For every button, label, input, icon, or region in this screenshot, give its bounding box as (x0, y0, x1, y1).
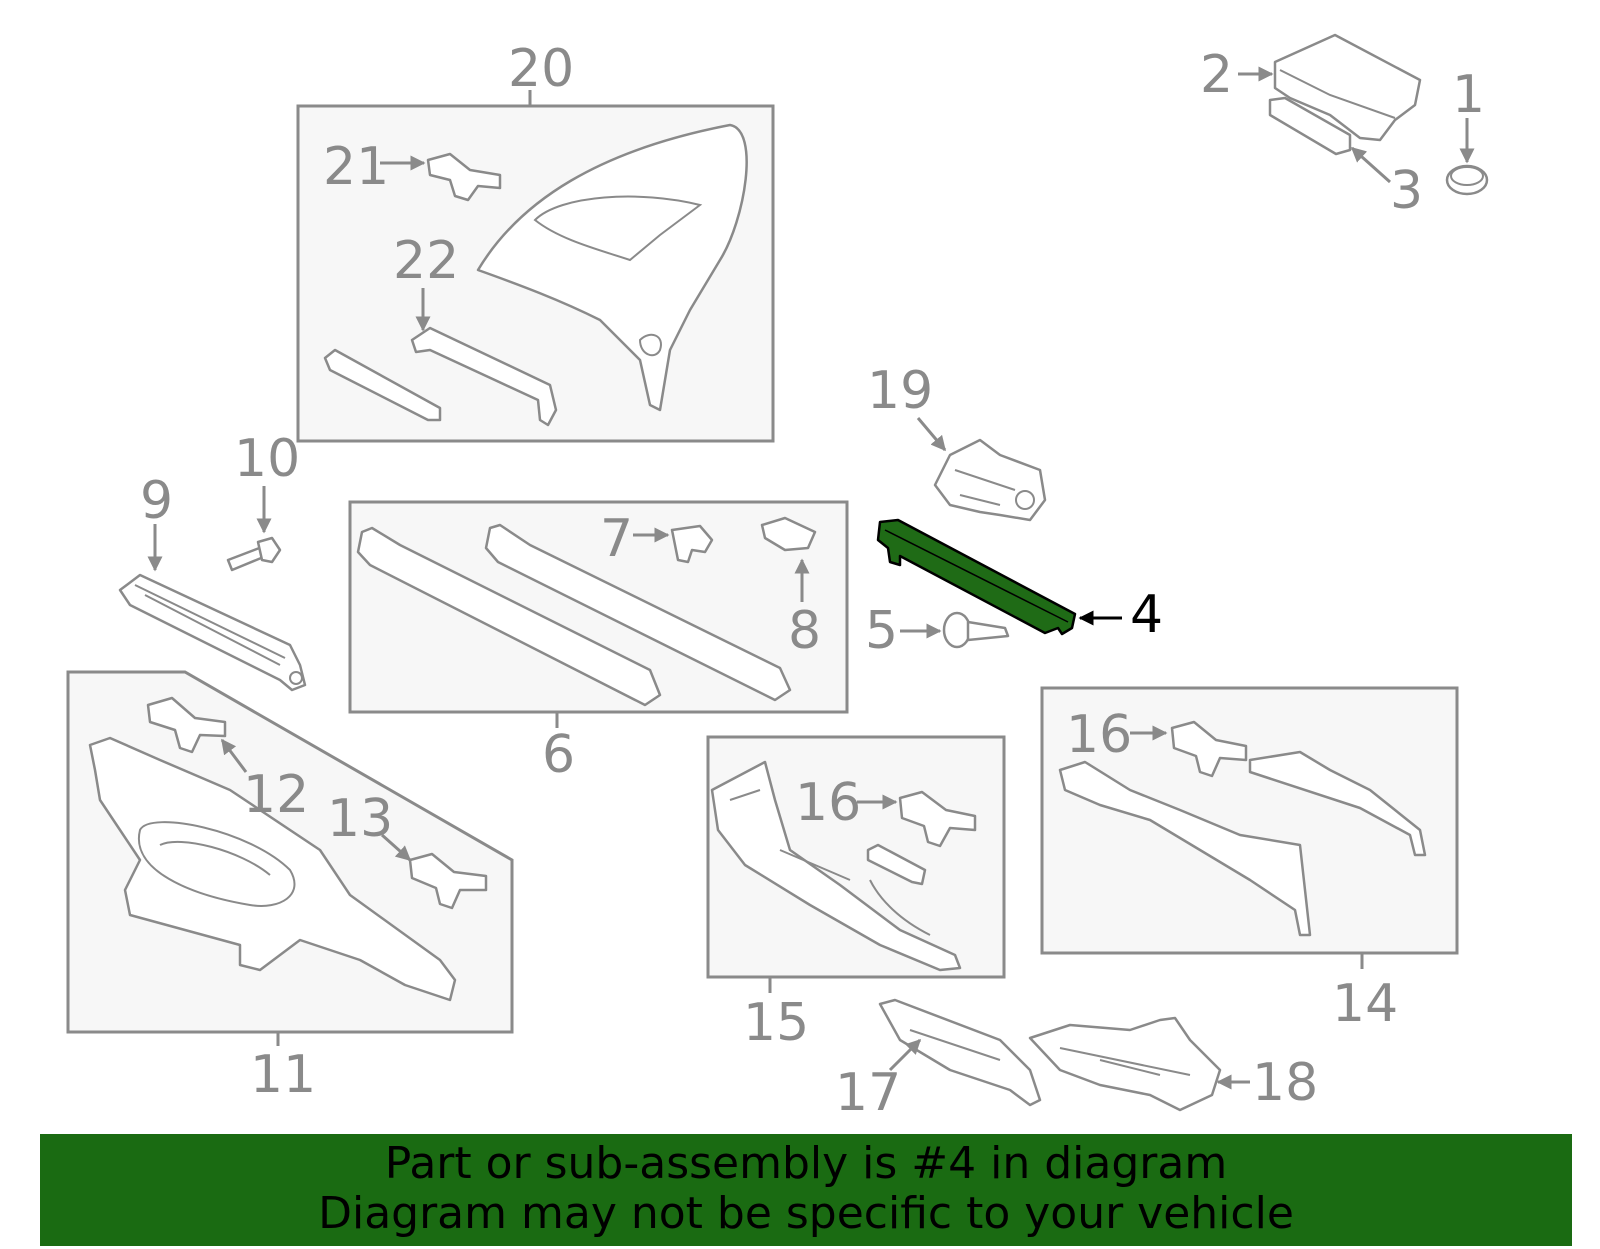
banner-line-1: Part or sub-assembly is #4 in diagram (384, 1138, 1228, 1189)
callout-13: 13 (327, 789, 393, 849)
callout-10: 10 (234, 429, 300, 489)
part-11-console[interactable] (88, 736, 457, 1002)
callout-22: 22 (393, 231, 459, 291)
part-4-group: 4 (876, 518, 1163, 645)
part-14-rail[interactable] (1248, 750, 1427, 857)
part-13-clip[interactable] (408, 852, 488, 910)
arrow-3 (1350, 146, 1392, 184)
callout-21: 21 (323, 137, 389, 197)
top-right-parts: 2 1 3 (1200, 33, 1489, 221)
callout-1: 1 (1452, 65, 1485, 125)
parts-17-18-group: 17 18 (835, 998, 1318, 1123)
part-5-screw-head[interactable] (942, 611, 972, 649)
callout-8: 8 (788, 601, 821, 661)
callout-9: 9 (140, 471, 173, 531)
callout-17: 17 (835, 1063, 901, 1123)
callout-7: 7 (600, 509, 633, 569)
part-6-trim-right[interactable] (484, 523, 792, 702)
callout-18: 18 (1252, 1053, 1318, 1113)
part-16-clip-a[interactable] (1170, 720, 1248, 778)
part-14-glove-box[interactable] (1058, 760, 1312, 937)
part-12-clip[interactable] (146, 696, 227, 754)
parts-9-10-group: 9 10 (118, 429, 307, 692)
part-16-clip-b[interactable] (898, 790, 977, 848)
arrow-17 (888, 1038, 922, 1072)
callout-3: 3 (1390, 161, 1423, 221)
part-5-screw-shaft[interactable] (966, 620, 1010, 642)
part-8-clip[interactable] (760, 516, 817, 552)
box-11-assembly: 11 12 13 (66, 670, 514, 1105)
callout-4: 4 (1130, 585, 1163, 645)
part-15-small-bracket[interactable] (866, 843, 927, 886)
box-14-assembly: 14 16 (1040, 686, 1459, 1034)
part-15-glove-box-frame[interactable] (710, 760, 962, 972)
part-4-bracket[interactable] (876, 518, 1077, 636)
part-19-module[interactable] (933, 438, 1047, 522)
part-9-vent[interactable] (118, 573, 307, 692)
part-18-housing[interactable] (1028, 1016, 1222, 1112)
box-20-assembly: 20 21 22 (296, 39, 775, 443)
part-19-group: 19 (867, 361, 1047, 522)
callout-6: 6 (542, 725, 575, 785)
part-6-trim-left[interactable] (356, 526, 662, 707)
banner-line-2: Diagram may not be specific to your vehi… (318, 1188, 1294, 1239)
part-17-trim[interactable] (878, 998, 1042, 1107)
callout-16-a: 16 (1066, 705, 1132, 765)
part-22-bracket[interactable] (410, 326, 558, 427)
callout-16-b: 16 (795, 773, 861, 833)
box-15-assembly: 15 16 (706, 735, 1006, 1053)
callout-5: 5 (865, 601, 898, 661)
callout-20: 20 (508, 39, 574, 99)
info-banner: Part or sub-assembly is #4 in diagram Di… (40, 1134, 1572, 1246)
glove-box-door-panel[interactable] (476, 123, 748, 412)
arrow-19 (916, 417, 947, 452)
arrow-12 (220, 738, 248, 773)
part-21-clip[interactable] (426, 152, 502, 202)
arrow-13 (381, 833, 412, 862)
callout-19: 19 (867, 361, 933, 421)
callout-14: 14 (1332, 974, 1398, 1034)
part-3-lens[interactable] (1268, 96, 1352, 156)
callout-2: 2 (1200, 45, 1233, 105)
part-20-rail[interactable] (323, 348, 442, 422)
callout-12: 12 (243, 765, 309, 825)
part-5-group: 5 (865, 601, 1010, 661)
callout-11: 11 (250, 1045, 316, 1105)
part-7-clip[interactable] (670, 524, 714, 564)
box-6-assembly: 6 7 8 (348, 500, 849, 785)
callout-15: 15 (743, 993, 809, 1053)
